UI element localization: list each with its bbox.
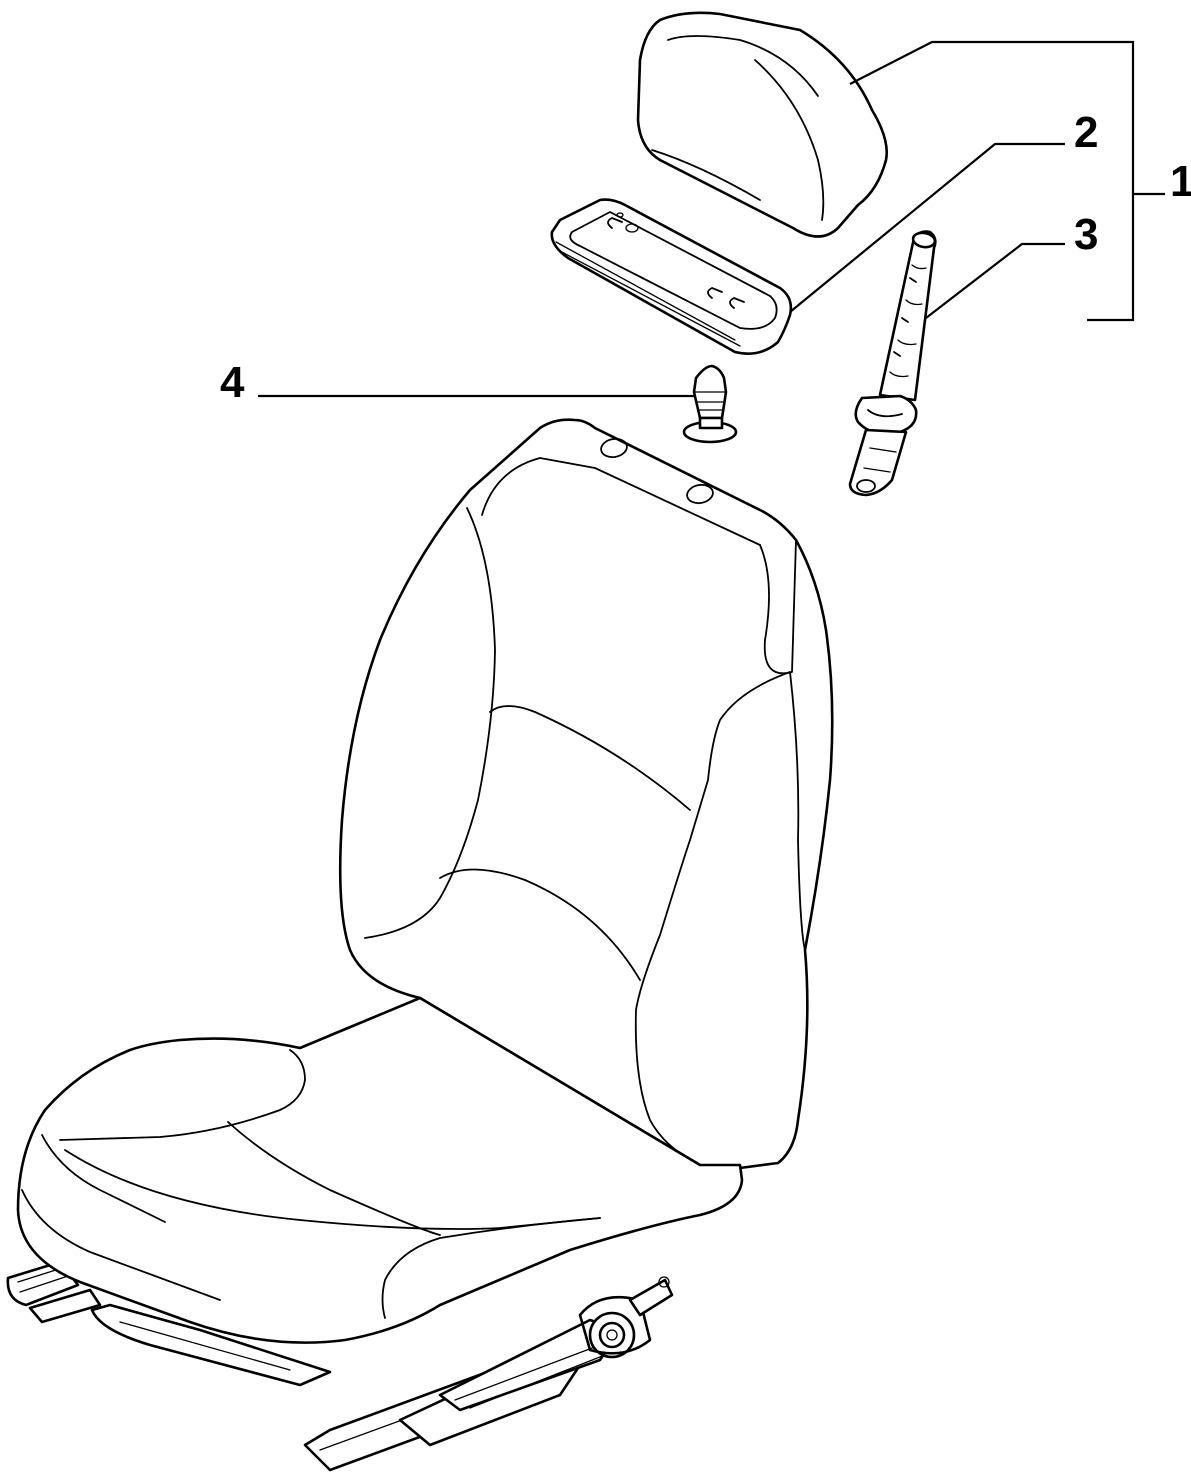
push-clip: [682, 364, 738, 444]
seat-rails: [6, 1260, 674, 1472]
leader-3: [925, 242, 1065, 319]
callout-4: 4: [220, 358, 245, 407]
seat-cushion: [16, 996, 744, 1344]
leader-2: [789, 142, 1065, 313]
headrest-trim-plate: [550, 198, 793, 355]
headrest-guide-sleeve: [848, 230, 937, 497]
callout-3: 3: [1074, 210, 1098, 259]
callout-2: 2: [1074, 108, 1098, 157]
seat-backrest: [338, 418, 834, 1171]
callouts: 1 2 3 4: [220, 108, 1191, 407]
callout-1: 1: [1170, 157, 1191, 206]
headrest: [636, 11, 888, 238]
bracket-1: [849, 40, 1135, 322]
leader-lines: [258, 40, 1165, 398]
